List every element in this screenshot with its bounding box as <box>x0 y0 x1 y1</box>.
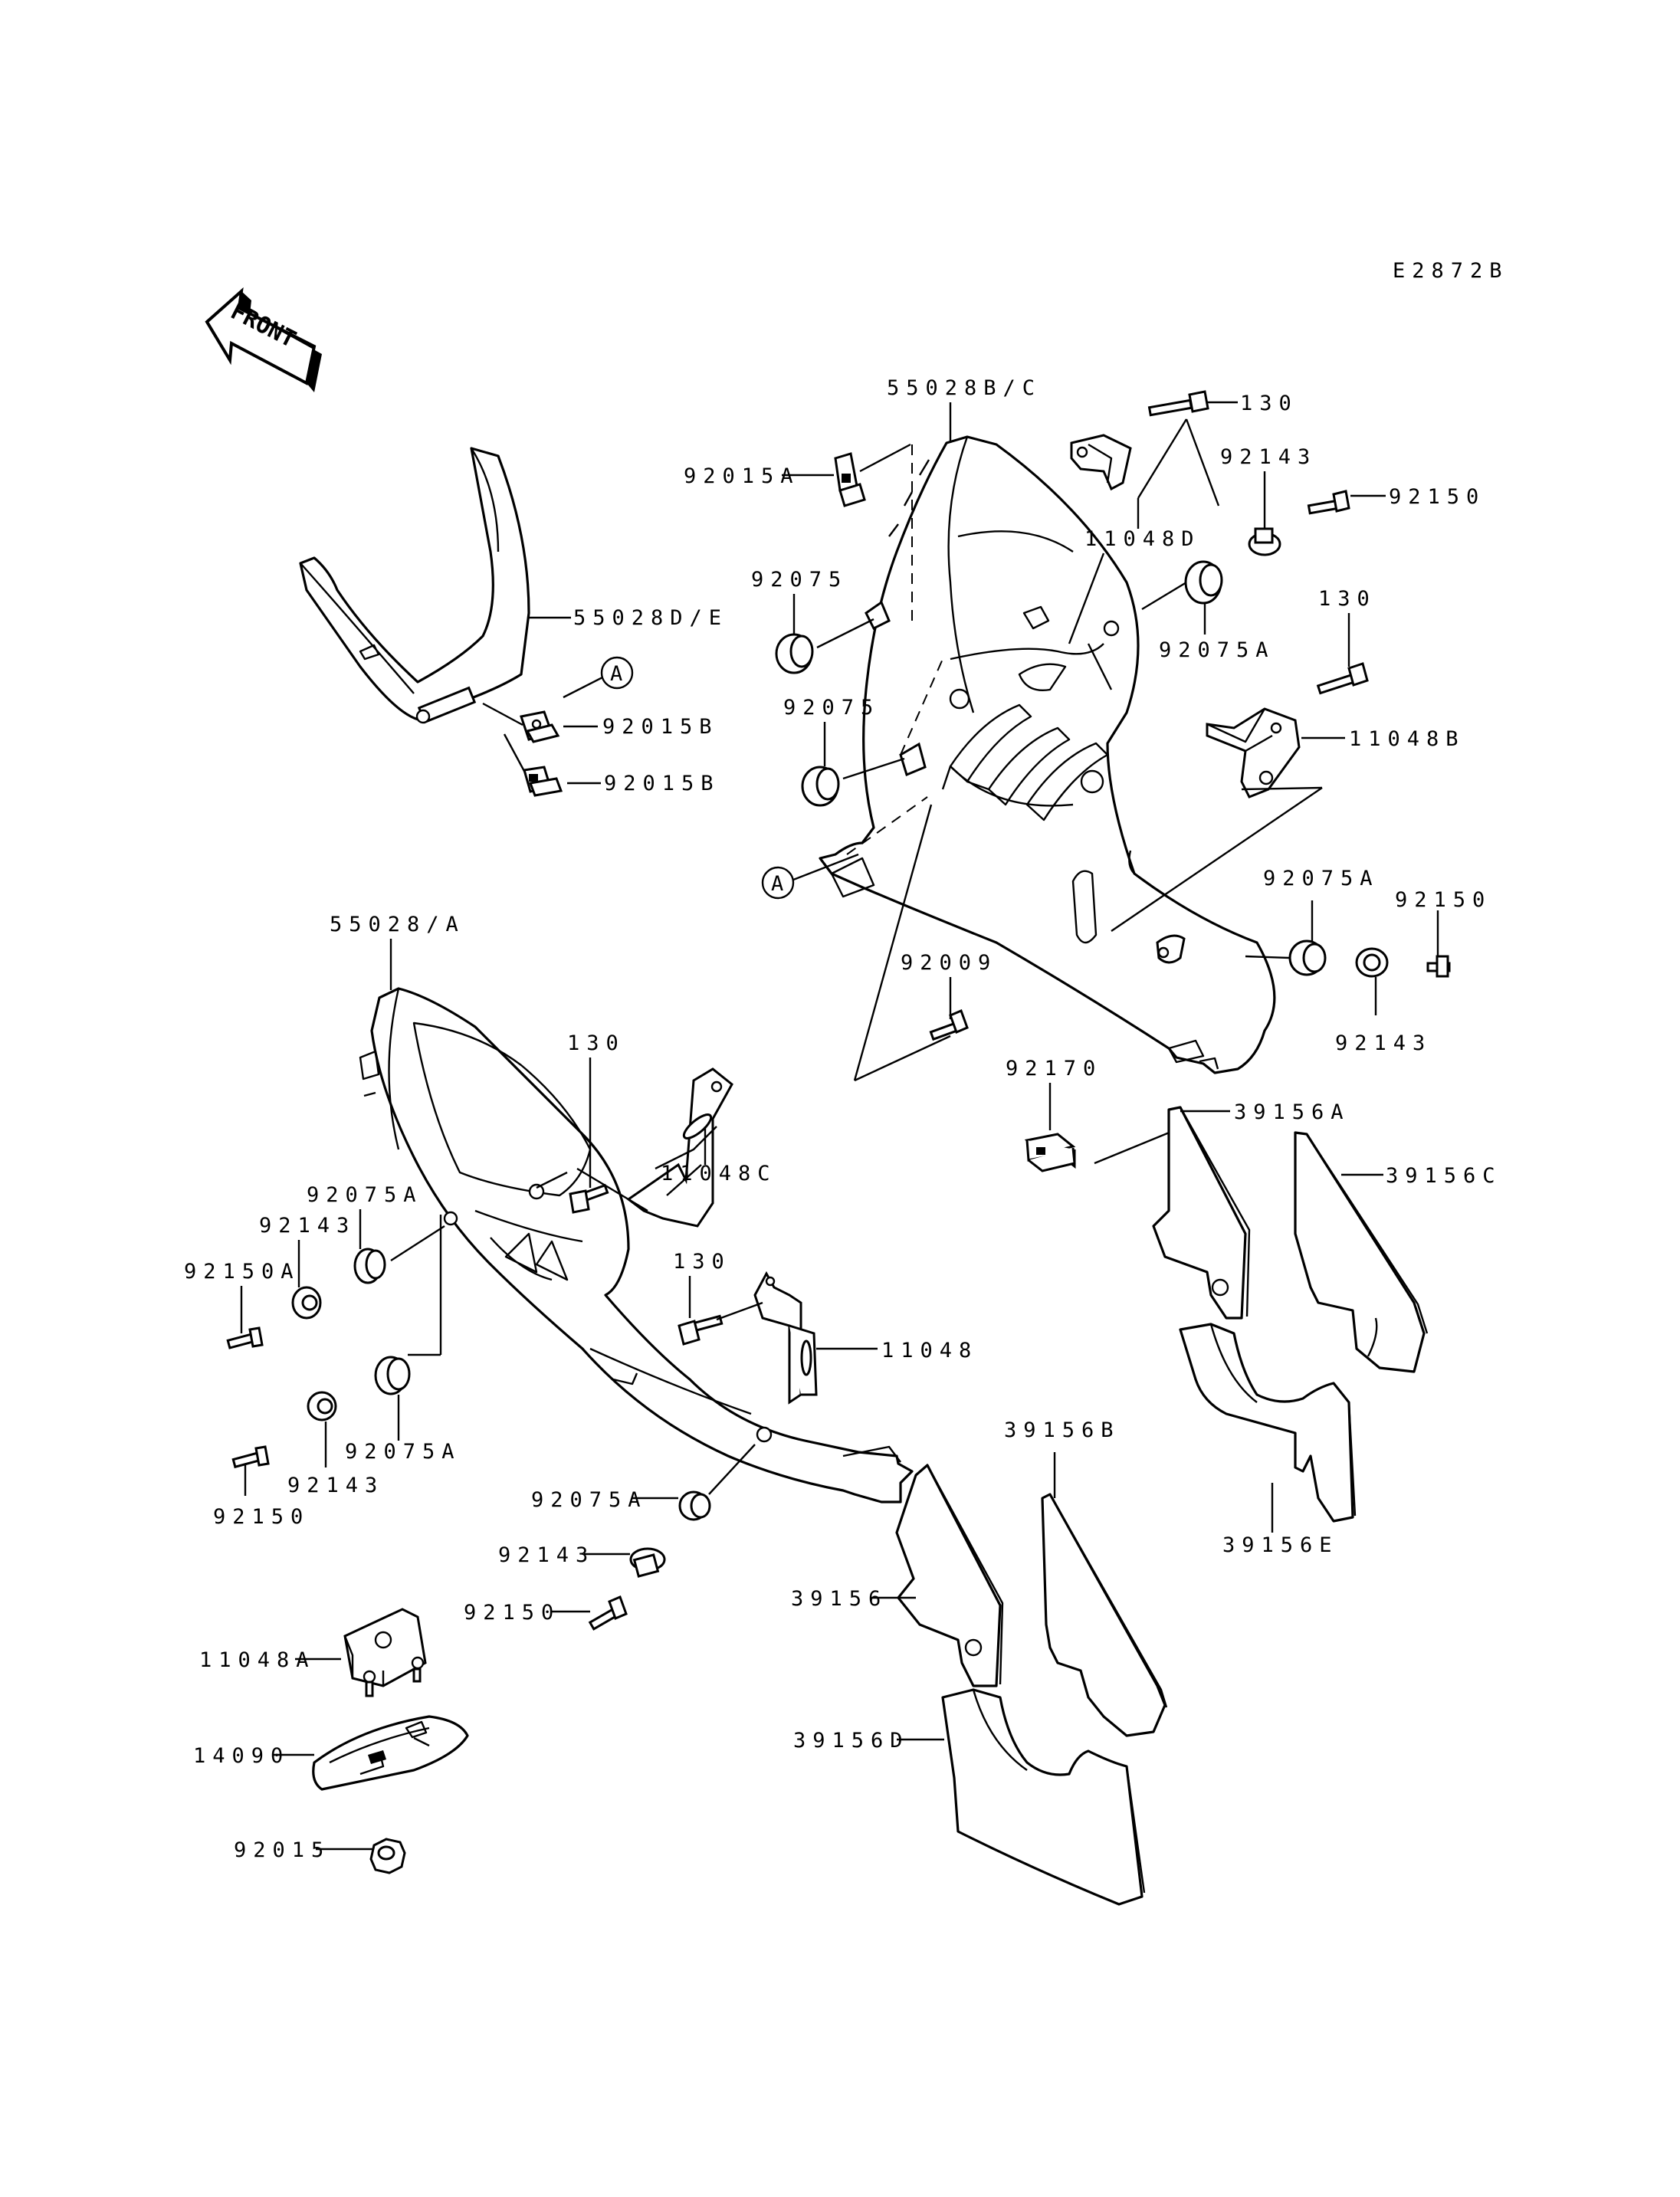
guard-14090 <box>312 1715 469 1791</box>
label-92143-right: 92143 <box>1335 1031 1432 1055</box>
label-39156e: 39156E <box>1222 1533 1339 1557</box>
label-11048: 11048 <box>881 1339 978 1362</box>
grommet-92075a-low <box>374 1356 411 1395</box>
insulator-39156 <box>895 1464 1004 1687</box>
label-39156a: 39156A <box>1234 1100 1350 1124</box>
bolt-130-left <box>569 1183 609 1214</box>
insulator-39156b <box>1041 1493 1168 1737</box>
label-92143-left: 92143 <box>259 1214 356 1238</box>
collar-92143-low <box>307 1391 337 1421</box>
screw-92150-low <box>231 1445 270 1469</box>
insulator-39156d <box>941 1688 1146 1906</box>
front-arrow-icon: FRONT <box>205 287 322 392</box>
label-130-top: 130 <box>1240 392 1298 415</box>
nut-92015 <box>369 1838 406 1874</box>
insulator-39156a <box>1152 1106 1251 1320</box>
label-92170: 92170 <box>1006 1057 1102 1080</box>
clip-92170 <box>1024 1133 1076 1172</box>
insulator-39156c <box>1294 1131 1429 1373</box>
screw-92150-right <box>1426 955 1451 978</box>
label-11048a: 11048A <box>199 1648 316 1672</box>
ref-marker-a-1 <box>600 656 634 690</box>
collar-92143-left <box>291 1286 322 1320</box>
ref-marker-a-1-text: A <box>610 662 622 686</box>
label-92075-2: 92075 <box>783 696 880 720</box>
bracket-11048 <box>753 1271 818 1405</box>
screw-92009 <box>929 1008 969 1041</box>
label-39156: 39156 <box>791 1587 888 1611</box>
ref-marker-a-2-text: A <box>771 872 783 896</box>
collar-92143-bottom <box>629 1547 666 1578</box>
label-39156d: 39156D <box>793 1729 910 1753</box>
label-92075a-bottom: 92075A <box>531 1488 648 1512</box>
label-92143-top: 92143 <box>1220 445 1317 469</box>
label-39156c: 39156C <box>1386 1164 1502 1188</box>
ref-marker-a-2 <box>761 866 795 900</box>
label-55028a: 55028/A <box>330 913 465 936</box>
label-92015: 92015 <box>234 1838 330 1862</box>
grommet-92075a-bottom <box>678 1490 711 1521</box>
collar-92143-right <box>1355 947 1389 978</box>
label-92075-1: 92075 <box>751 568 848 592</box>
label-11048b: 11048B <box>1349 727 1465 751</box>
label-92075a-low: 92075A <box>345 1440 461 1464</box>
label-92075a-top: 92075A <box>1159 638 1275 662</box>
clip-92015a <box>834 452 866 507</box>
clip-92015b-1 <box>520 710 560 743</box>
bolt-130-mid <box>1316 662 1369 695</box>
bolt-130-top <box>1147 390 1209 417</box>
label-130-left: 130 <box>567 1031 625 1055</box>
label-92150-low: 92150 <box>213 1505 310 1529</box>
drawing-code: E2872B <box>1393 259 1509 283</box>
grommet-92075-2 <box>801 766 840 807</box>
label-11048d: 11048D <box>1084 527 1201 551</box>
side-cowl-55028bc <box>819 435 1276 1074</box>
label-92015a: 92015A <box>684 464 800 488</box>
grommet-92075a-left <box>353 1248 386 1284</box>
grommet-92075a-right <box>1288 939 1327 976</box>
clip-92015b-2 <box>523 766 563 797</box>
lower-fairing-55028a <box>359 987 914 1503</box>
label-92015b-1: 92015B <box>602 715 719 739</box>
grommet-92075a-top <box>1184 560 1223 605</box>
screw-92150-top <box>1307 490 1350 515</box>
bracket-11048a <box>343 1608 427 1697</box>
label-92150-right: 92150 <box>1395 888 1491 912</box>
label-92075a-left: 92075A <box>307 1183 423 1207</box>
bolt-130-low <box>678 1314 724 1346</box>
bracket-11048c <box>626 1067 733 1228</box>
screw-92150-bottom <box>588 1595 628 1631</box>
label-92143-bottom: 92143 <box>498 1543 595 1567</box>
label-14090: 14090 <box>193 1744 290 1768</box>
label-92143-low: 92143 <box>287 1474 384 1497</box>
label-92009: 92009 <box>901 951 997 975</box>
label-92075a-right: 92075A <box>1263 867 1380 890</box>
label-92150-bottom: 92150 <box>464 1601 560 1625</box>
collar-92143-top <box>1248 527 1281 556</box>
inner-fairing-55028de <box>299 447 530 724</box>
bracket-11048b <box>1206 707 1301 798</box>
label-130-mid: 130 <box>1318 587 1376 611</box>
insulator-39156e <box>1179 1323 1357 1523</box>
label-55028de: 55028D/E <box>573 606 728 630</box>
screw-92150a <box>226 1326 264 1349</box>
bracket-11048d <box>1070 434 1132 491</box>
label-92015b-2: 92015B <box>604 772 720 795</box>
label-130-low: 130 <box>673 1250 731 1274</box>
label-92150-top: 92150 <box>1389 485 1485 509</box>
label-55028bc: 55028B/C <box>887 376 1042 400</box>
label-39156b: 39156B <box>1004 1418 1121 1442</box>
label-11048c: 11048C <box>661 1162 777 1185</box>
grommet-92075-1 <box>775 633 814 674</box>
label-92150a: 92150A <box>184 1260 300 1284</box>
